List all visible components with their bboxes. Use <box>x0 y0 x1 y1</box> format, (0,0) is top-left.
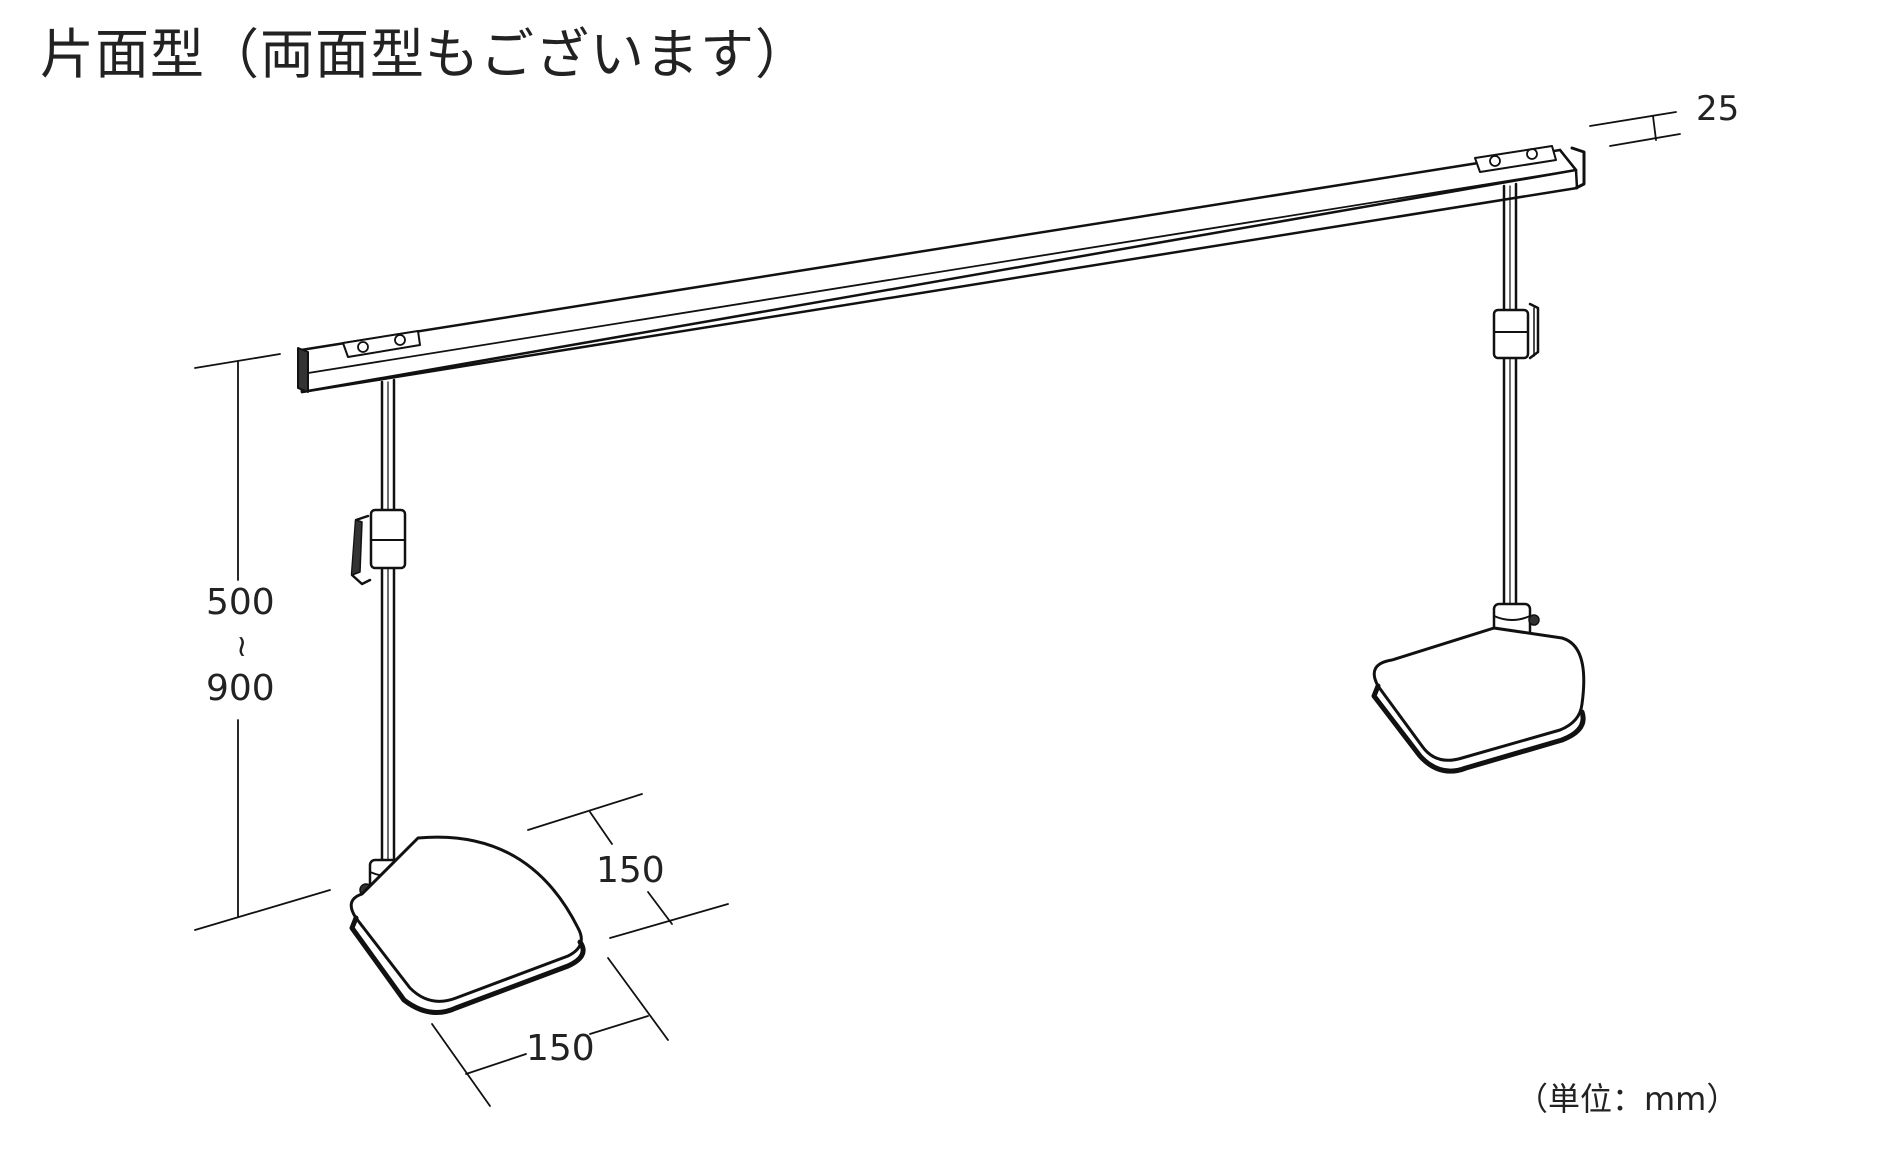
dim-label-rail-depth: 25 <box>1696 89 1739 129</box>
unit-note: （単位：mm） <box>1516 1080 1738 1118</box>
right-clamp <box>1492 302 1540 360</box>
dim-label-height-min: 500 <box>206 582 275 623</box>
rail-end-cap-right <box>1570 146 1586 190</box>
dimension-lines <box>194 111 1681 1107</box>
page-title: 片面型（両面型もございます） <box>40 23 810 86</box>
left-base <box>349 835 586 1015</box>
right-pole <box>1502 182 1518 614</box>
left-clamp <box>350 508 407 586</box>
top-rail <box>299 148 1579 394</box>
left-pole <box>380 378 396 870</box>
dim-label-height-max: 900 <box>206 668 275 709</box>
mounting-plate-left <box>342 330 421 358</box>
right-base <box>1371 626 1586 774</box>
dim-label-base-depth: 150 <box>596 850 665 891</box>
dim-label-base-width: 150 <box>526 1028 595 1069</box>
dim-label-height-tilde: ~ <box>224 634 259 659</box>
rail-end-cap-left <box>297 347 309 393</box>
mounting-plate-right <box>1474 145 1557 173</box>
